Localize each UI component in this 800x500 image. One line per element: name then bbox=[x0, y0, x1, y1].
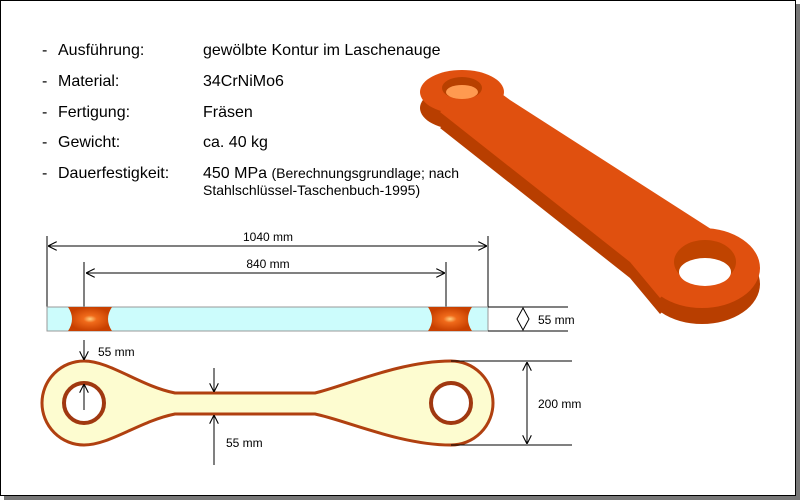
spec-label: Ausführung: bbox=[58, 42, 145, 59]
spec-label: Dauerfestigkeit: bbox=[58, 165, 170, 182]
bullet: - bbox=[42, 42, 48, 59]
dim-web-width: 55 mm bbox=[226, 436, 263, 450]
dim-eye-wall: 55 mm bbox=[98, 345, 135, 359]
spec-note: (Berechnungsgrundlage; nach bbox=[271, 165, 460, 181]
top-view bbox=[40, 359, 495, 447]
spec-value: Fräsen bbox=[203, 104, 253, 121]
spec-value: gewölbte Kontur im Laschenauge bbox=[203, 42, 441, 59]
side-view bbox=[46, 306, 489, 332]
3d-link-model bbox=[420, 70, 760, 324]
bullet: - bbox=[42, 104, 48, 121]
spec-value: ca. 40 kg bbox=[203, 134, 268, 151]
spec-value: 450 MPa (Berechnungsgrundlage; nach bbox=[203, 165, 459, 183]
spec-note-continued: Stahlschlüssel-Taschenbuch-1995) bbox=[203, 182, 421, 198]
dim-eye-height: 200 mm bbox=[538, 397, 581, 411]
bullet: - bbox=[42, 165, 48, 182]
dim-overall-length: 1040 mm bbox=[243, 230, 293, 244]
dim-hole-distance: 840 mm bbox=[246, 257, 289, 271]
bullet: - bbox=[42, 134, 48, 151]
spec-value-main: 450 MPa bbox=[203, 165, 268, 182]
bullet: - bbox=[42, 73, 48, 90]
dim-thickness: 55 mm bbox=[538, 313, 575, 327]
spec-label: Gewicht: bbox=[58, 134, 121, 151]
spec-value: 34CrNiMo6 bbox=[203, 73, 284, 90]
spec-label: Material: bbox=[58, 73, 120, 90]
spec-label: Fertigung: bbox=[58, 104, 131, 121]
